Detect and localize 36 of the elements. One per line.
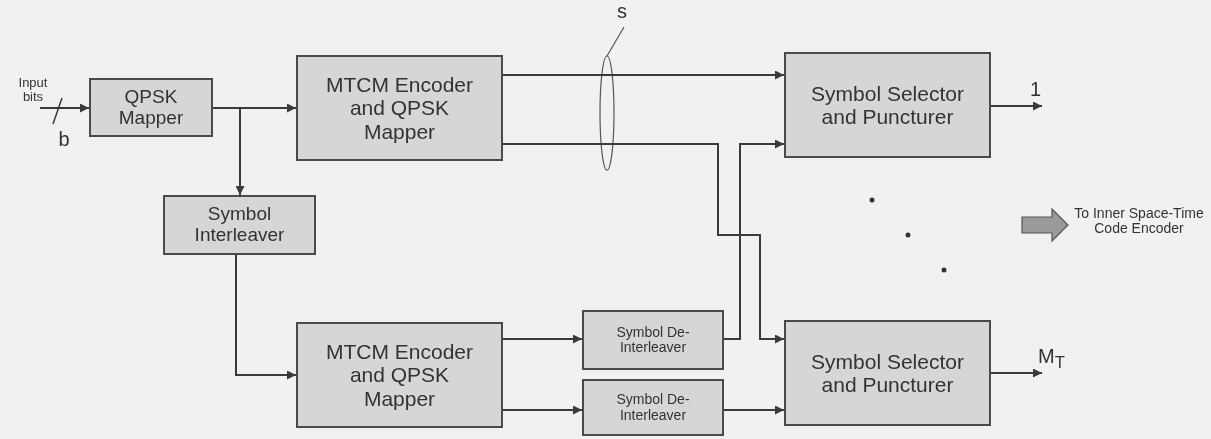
box-label: Symbol De-Interleaver [615,392,691,423]
box-label: Symbol Interleaver [193,204,286,246]
process-box [784,52,991,158]
edge-label: Input bits [17,76,49,105]
bundle-label: s [612,0,632,22]
box-label: MTCM Encoder and QPSK Mapper [325,73,474,143]
box-label: MTCM Encoder and QPSK Mapper [325,340,474,410]
box-label: QPSK Mapper [117,86,185,129]
process-box [89,78,213,137]
process-box [296,55,503,161]
process-box [582,379,724,436]
process-box [296,322,503,428]
box-label: Symbol Selector and Puncturer [810,81,965,129]
process-box [163,195,316,255]
arrow [502,143,785,344]
arrow [502,70,785,80]
process-box [582,310,724,370]
arrow [502,405,583,415]
arrow [502,334,583,344]
arrow [39,103,90,113]
output-note: To Inner Space-Time Code Encoder [1073,206,1205,237]
arrow [990,101,1043,111]
leader-line [606,26,625,57]
box-label: Symbol Selector and Puncturer [810,349,965,397]
bus-width-label: b [57,128,71,150]
arrow [723,139,785,340]
arrow [990,368,1043,378]
arrow [235,254,297,380]
edge-label: 1 [1030,78,1042,100]
arrow [212,103,297,113]
edge-label: M$_{T}$ [1038,345,1065,373]
arrow [723,405,785,415]
box-label: Symbol De-Interleaver [615,324,691,356]
bundle-ellipse [599,55,615,171]
process-box [784,320,991,426]
arrow [235,107,245,196]
